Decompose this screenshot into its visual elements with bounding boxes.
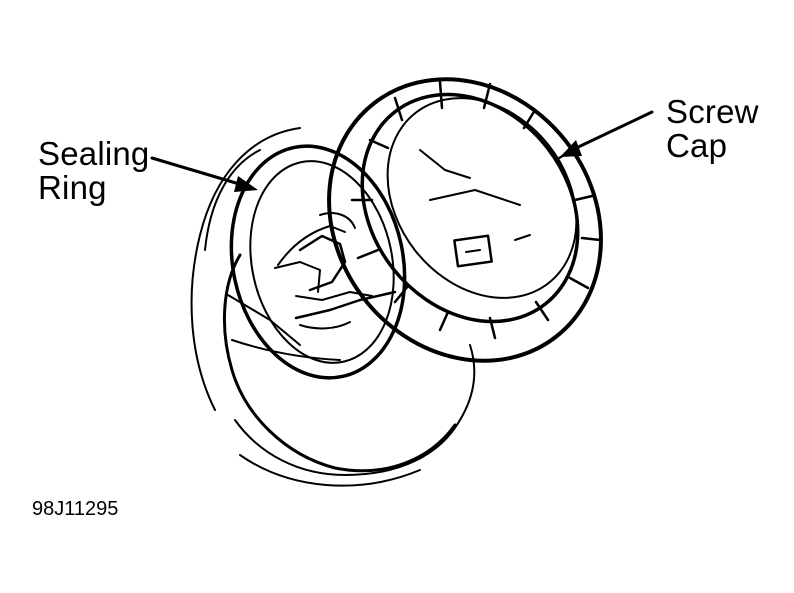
sealing-ring: [229, 144, 407, 380]
sealing-ring-label: Sealing Ring: [38, 137, 150, 205]
screw-cap-label-line-1: Screw: [666, 93, 759, 130]
sealing-ring-arrowhead: [234, 176, 258, 192]
figure-id: 98J11295: [32, 498, 119, 520]
screw-cap: [327, 77, 603, 363]
sealing-ring-label-line-1: Sealing: [38, 135, 150, 172]
screw-cap-leader: [570, 110, 654, 152]
screw-cap-label-line-2: Cap: [666, 127, 728, 164]
screw-cap-label: Screw Cap: [666, 95, 759, 163]
filler-neck: [274, 212, 397, 330]
sealing-ring-leader: [150, 156, 248, 188]
leader-arrows: [150, 110, 654, 192]
sealing-ring-label-line-2: Ring: [38, 169, 107, 206]
screw-cap-arrowhead: [560, 140, 582, 157]
